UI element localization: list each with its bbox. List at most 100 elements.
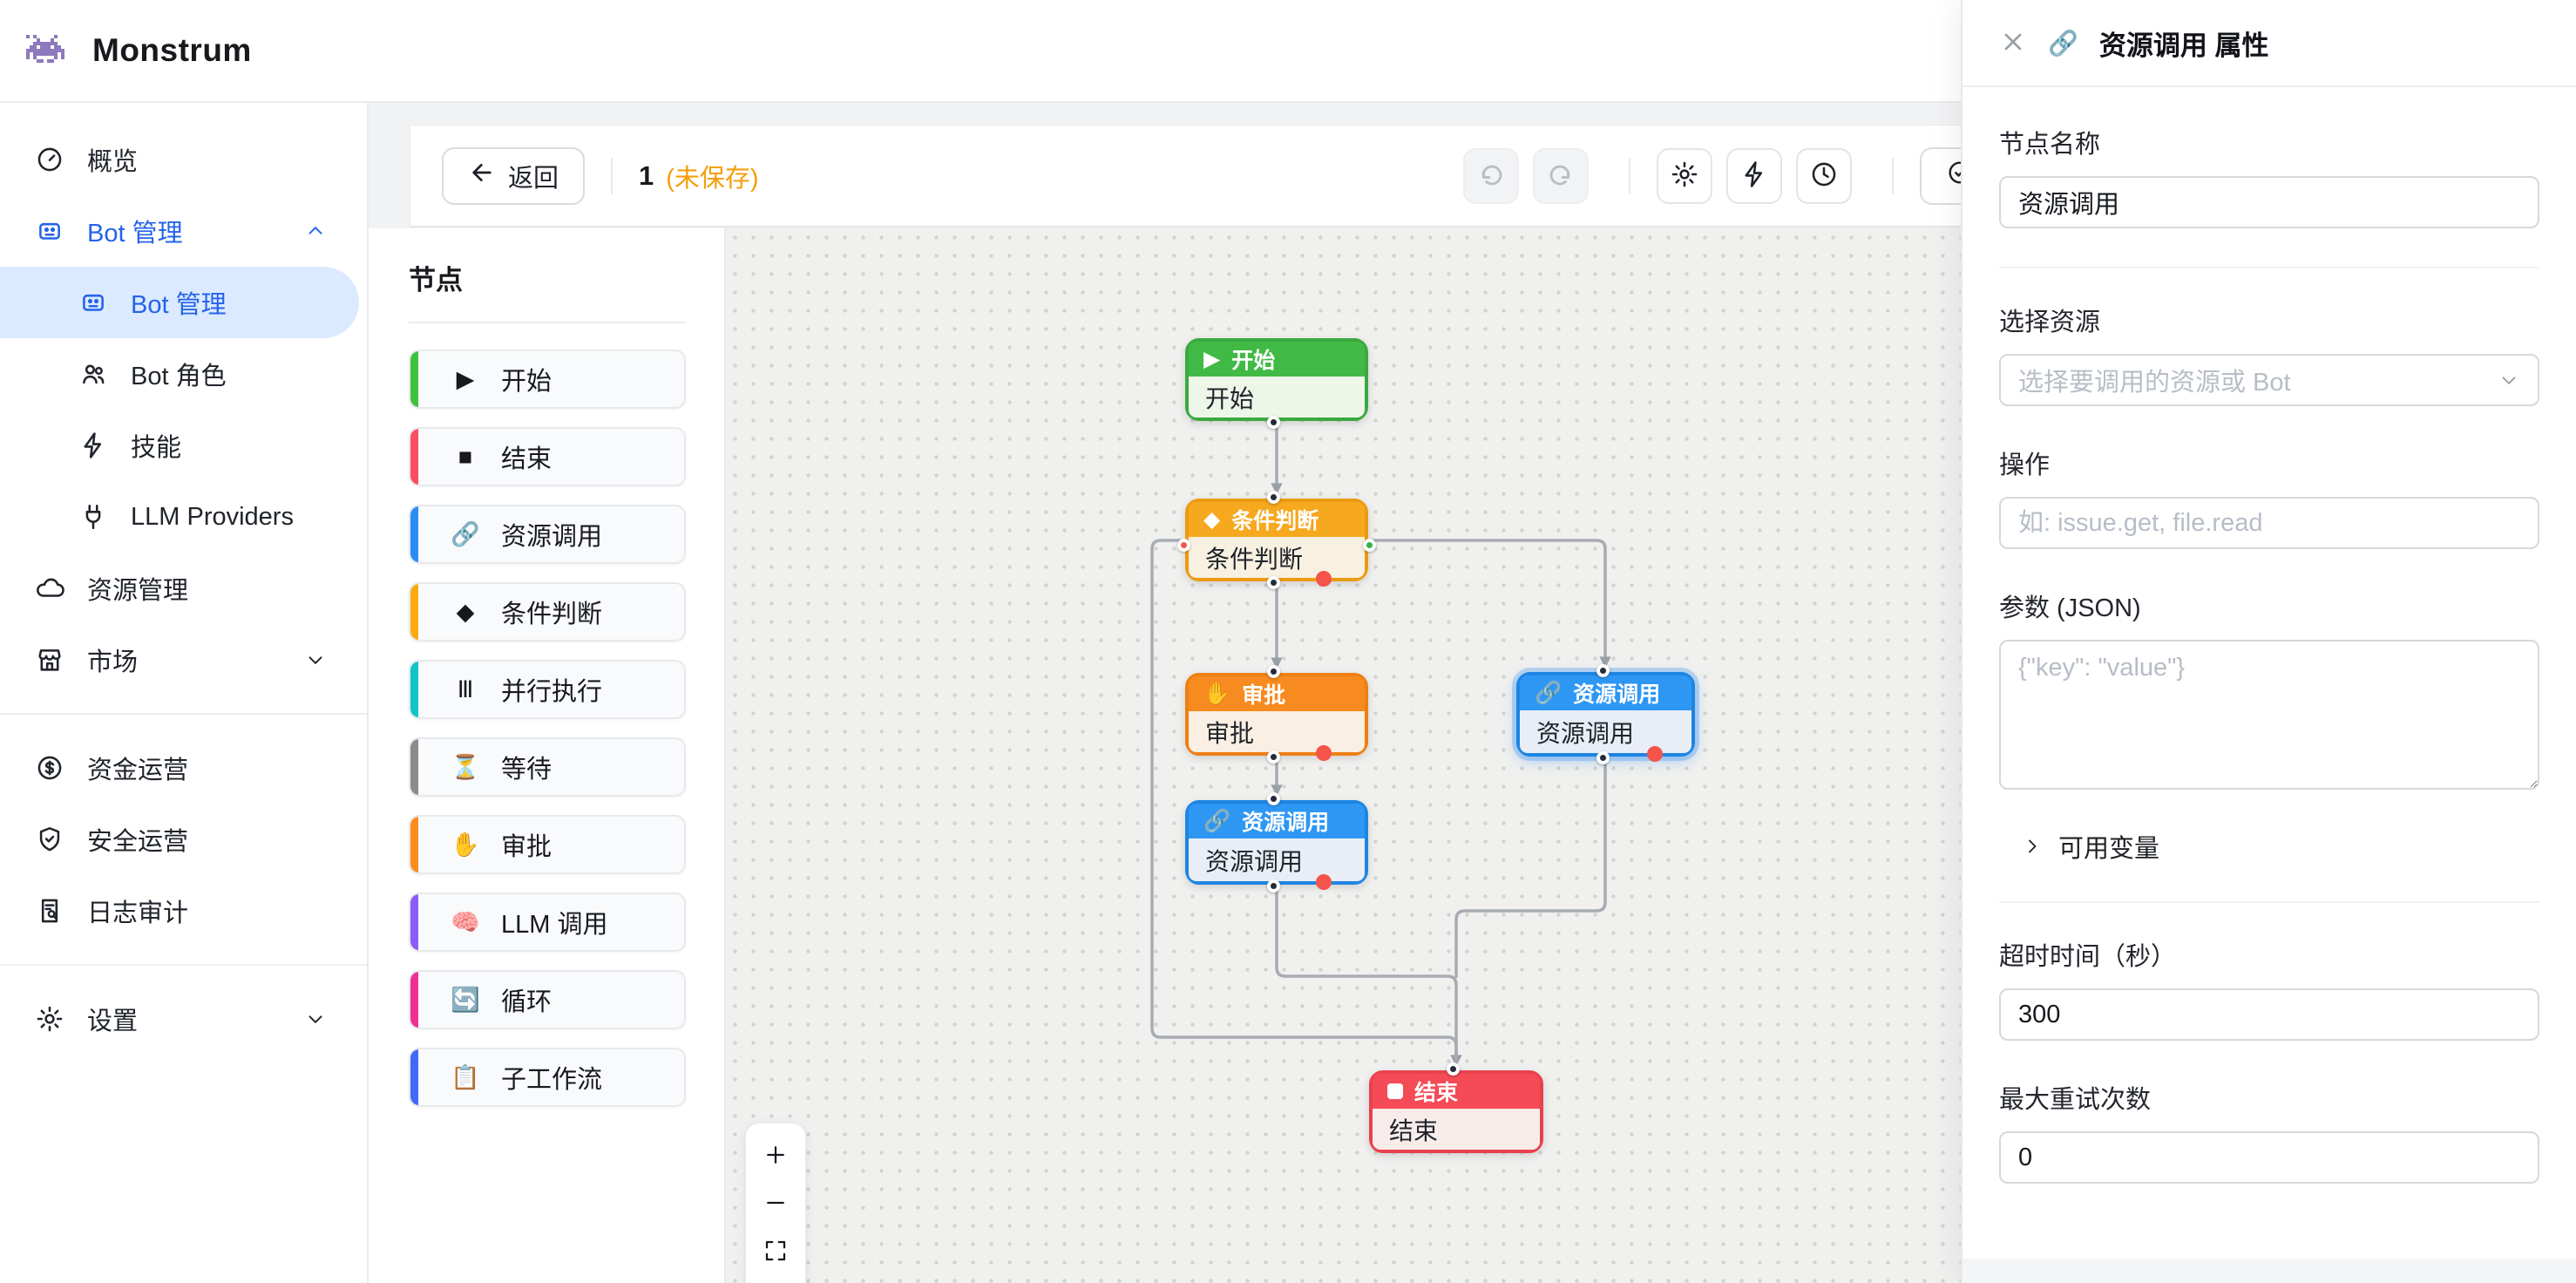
node-handle-bottom[interactable] [1596,751,1610,764]
flow-node-end[interactable]: 结束结束 [1369,1062,1543,1153]
palette-node-icon: 🔄 [451,987,480,1013]
undo-button[interactable] [1462,147,1519,204]
palette-node-label: 资源调用 [501,523,603,551]
node-name-input[interactable] [1999,176,2539,228]
node-handle-top[interactable] [1267,665,1280,678]
sidebar-item-bot-mgmt[interactable]: Bot 管理 [0,195,367,267]
palette-node-label: 并行执行 [501,678,603,706]
monstrum-logo-icon [26,35,71,66]
palette-node-子工作流[interactable]: 📋子工作流 [409,1048,686,1107]
node-header: 结束 [1373,1074,1540,1109]
node-handle-bottom[interactable] [1267,879,1280,893]
back-button-label: 返回 [508,164,559,193]
zoom-in-icon [763,1142,789,1168]
sidebar-item-security[interactable]: 安全运营 [0,804,367,875]
unsaved-badge: (未保存) [666,164,759,193]
plug-icon [78,502,108,532]
back-button[interactable]: 返回 [442,146,586,205]
node-handle-error[interactable] [1316,745,1332,761]
node-body-label: 开始 [1189,377,1365,417]
node-handle-right[interactable] [1363,539,1376,552]
node-type-icon: ▶ [1203,347,1221,371]
node-handle-left[interactable] [1177,539,1190,552]
chevron-down-icon [304,1008,327,1030]
fit-view-icon [763,1238,789,1264]
palette-color-bar [410,351,418,407]
cloud-icon [35,574,64,603]
palette-node-结束[interactable]: ■结束 [409,427,686,486]
node-handle-bottom[interactable] [1267,750,1280,764]
gear-icon [35,1004,64,1034]
sidebar-item-overview[interactable]: 概览 [0,124,367,195]
panel-section-divider [1999,901,2539,903]
palette-node-资源调用[interactable]: 🔗资源调用 [409,505,686,564]
node-handle-error[interactable] [1316,874,1332,890]
node-handle-error[interactable] [1316,571,1332,587]
redo-button[interactable] [1532,147,1589,204]
close-icon [1999,28,2027,58]
sidebar-item-label: Bot 管理 [131,291,227,319]
max-retries-input[interactable] [1999,1131,2539,1184]
flow-node-start[interactable]: ▶开始开始 [1185,338,1368,429]
resource-select[interactable]: 选择要调用的资源或 Bot [1999,354,2539,406]
properties-panel-body: 节点名称选择资源选择要调用的资源或 Bot操作参数 (JSON)可用变量超时时间… [1963,87,2576,1259]
sidebar-item-funds[interactable]: 资金运营 [0,732,367,804]
palette-node-审批[interactable]: ✋审批 [409,815,686,874]
palette-node-开始[interactable]: ▶开始 [409,350,686,409]
toolbar-divider [1628,157,1630,194]
sidebar-item-llm-providers[interactable]: LLM Providers [0,481,367,553]
sidebar-item-audit[interactable]: 日志审计 [0,875,367,947]
close-panel-button[interactable] [1999,28,2027,58]
sidebar-item-label: Bot 管理 [87,220,183,248]
workflow-settings-button[interactable] [1656,147,1712,204]
flow-node-cond[interactable]: ◆条件判断条件判断 [1177,491,1376,589]
zoom-out-button[interactable] [746,1178,805,1226]
operation-input[interactable] [1999,497,2539,549]
node-handle-top[interactable] [1596,664,1610,677]
node-handle-bottom[interactable] [1267,416,1280,429]
sidebar-item-bot-mgmt-sub[interactable]: Bot 管理 [0,267,359,338]
lock-button[interactable] [746,1274,805,1283]
palette-node-icon: ■ [458,443,473,470]
palette-divider [409,322,686,323]
sidebar-item-bot-roles[interactable]: Bot 角色 [0,338,367,410]
palette-node-条件判断[interactable]: ◆条件判断 [409,582,686,642]
palette-color-bar [410,429,418,485]
flow-node-res2[interactable]: 🔗资源调用资源调用 [1516,664,1695,764]
stop-square-icon [1387,1083,1403,1099]
flow-node-res1[interactable]: 🔗资源调用资源调用 [1185,792,1368,893]
params-json-textarea[interactable] [1999,640,2539,790]
palette-color-bar [410,662,418,717]
node-handle-bottom[interactable] [1267,576,1280,589]
field-label: 超时时间（秒） [1999,943,2177,971]
node-handle-top[interactable] [1267,792,1280,805]
zoom-in-button[interactable] [746,1130,805,1178]
node-handle-top[interactable] [1267,491,1280,504]
triggers-button[interactable] [1725,147,1782,204]
field-label: 操作 [1999,451,2051,479]
fit-view-button[interactable] [746,1226,805,1274]
timeout-input[interactable] [1999,988,2539,1041]
sidebar-item-settings[interactable]: 设置 [0,983,367,1055]
palette-node-循环[interactable]: 🔄循环 [409,970,686,1029]
node-handle-top[interactable] [1447,1062,1460,1076]
flow-node-approve[interactable]: ✋审批审批 [1185,665,1368,764]
node-type-icon: ◆ [1203,507,1221,532]
sidebar-item-resources[interactable]: 资源管理 [0,553,367,624]
history-button[interactable] [1795,147,1852,204]
sidebar-item-market[interactable]: 市场 [0,624,367,696]
sidebar-item-label: 安全运营 [87,828,189,856]
palette-node-label: 开始 [501,368,552,396]
variables-toggle[interactable]: 可用变量 [2022,828,2539,865]
palette-node-label: LLM 调用 [501,911,608,939]
sidebar-item-skills[interactable]: 技能 [0,410,367,481]
node-handle-error[interactable] [1647,746,1663,762]
dollar-icon [35,753,64,783]
palette-node-等待[interactable]: ⏳等待 [409,737,686,797]
clock-icon [1809,160,1839,192]
palette-color-bar [410,817,418,872]
palette-node-LLM 调用[interactable]: 🧠LLM 调用 [409,893,686,952]
